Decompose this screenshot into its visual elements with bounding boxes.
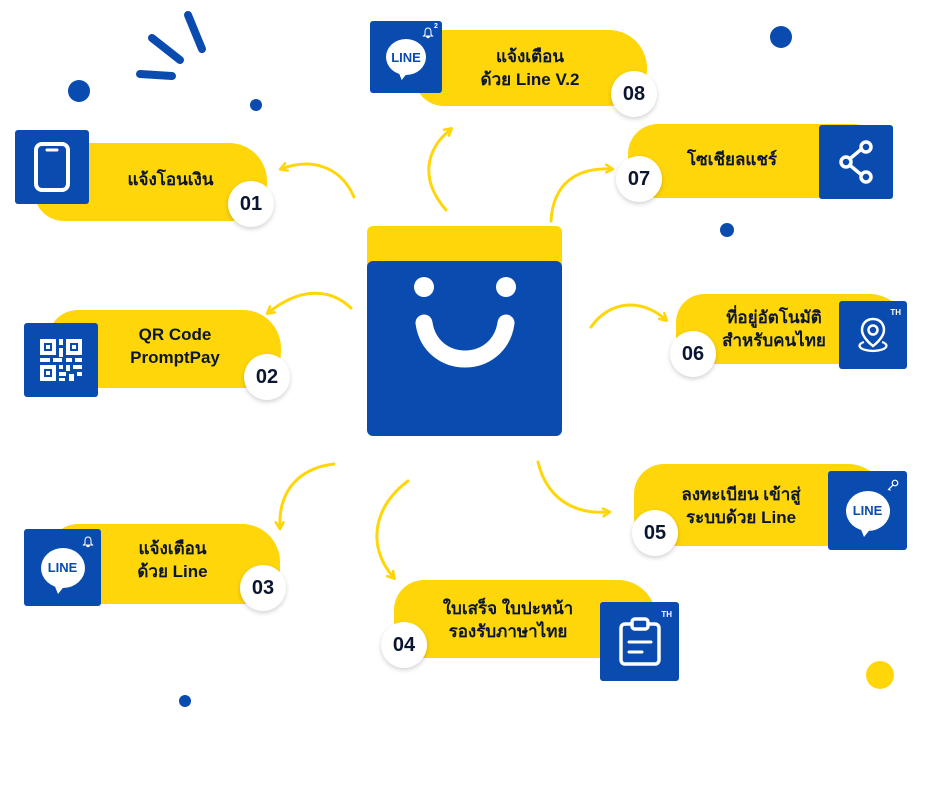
decor-dot	[720, 223, 734, 237]
feature-label-line: ใบเสร็จ ใบปะหน้า	[442, 599, 574, 618]
feature-number-01: 01	[228, 181, 274, 227]
feature-label-03: แจ้งเตือน ด้วย Line	[100, 524, 245, 596]
arrow-07	[549, 169, 612, 223]
arrow-02	[268, 291, 353, 313]
clipboard-icon	[618, 616, 661, 666]
feature-label-line: สำหรับคนไทย	[722, 331, 826, 350]
feature-label-01: แจ้งโอนเงิน	[88, 143, 253, 215]
arrow-08	[427, 129, 451, 212]
location-pin-icon	[858, 317, 888, 353]
arrow-03	[280, 462, 336, 528]
feature-label-line: รองรับภาษาไทย	[448, 622, 568, 641]
decor-dot	[179, 695, 191, 707]
line-logo-icon: LINE	[845, 490, 890, 531]
feature-icon-tile-01	[15, 130, 89, 204]
speech-tail	[54, 584, 66, 594]
feature-number-06: 06	[670, 331, 716, 377]
decor-strokes	[136, 11, 206, 80]
feature-label-08: แจ้งเตือน ด้วย Line V.2	[450, 32, 610, 104]
decor-dot	[866, 661, 894, 689]
feature-label-line: ที่อยู่อัตโนมัติ	[726, 308, 822, 327]
mascot-logo	[367, 261, 562, 436]
bell-icon	[422, 27, 434, 39]
feature-label-line: ด้วย Line	[137, 562, 208, 581]
share-icon	[839, 140, 873, 184]
feature-number-05: 05	[632, 510, 678, 556]
bell-icon	[82, 536, 94, 548]
qr-code-icon	[40, 339, 82, 381]
key-icon	[887, 479, 899, 491]
feature-number-03: 03	[240, 565, 286, 611]
feature-label-line: โซเชียลแชร์	[686, 149, 778, 169]
line-logo-icon: LINE	[40, 547, 85, 588]
decor-dot	[68, 80, 90, 102]
arrow-06	[589, 303, 666, 329]
feature-label-line: แจ้งเตือน	[138, 539, 207, 558]
phone-icon	[34, 142, 70, 192]
feature-icon-tile-04: TH	[600, 602, 679, 681]
feature-icon-tile-07	[819, 125, 893, 199]
feature-icon-tile-02	[24, 323, 98, 397]
th-badge: TH	[890, 308, 901, 317]
arrow-01	[281, 164, 356, 199]
feature-number-08: 08	[611, 71, 657, 117]
feature-label-line: แจ้งโอนเงิน	[127, 169, 214, 189]
feature-icon-tile-03: LINE	[24, 529, 101, 606]
feature-label-line: PromptPay	[130, 348, 220, 367]
version-badge: 2	[434, 23, 438, 30]
line-logo-icon: LINE	[386, 39, 426, 75]
feature-label-02: QR Code PromptPay	[100, 310, 250, 382]
smile-face-icon	[414, 277, 516, 368]
feature-label-04: ใบเสร็จ ใบปะหน้า รองรับภาษาไทย	[422, 584, 594, 656]
feature-icon-tile-06: TH	[839, 301, 907, 369]
speech-tail	[860, 527, 872, 537]
arrow-04	[375, 479, 410, 578]
feature-label-line: ระบบด้วย Line	[685, 508, 797, 527]
feature-label-line: ลงทะเบียน เข้าสู่	[681, 485, 801, 504]
feature-label-07: โซเชียลแชร์	[668, 124, 796, 194]
speech-tail	[398, 71, 409, 80]
feature-label-line: ด้วย Line V.2	[480, 70, 580, 89]
feature-label-06: ที่อยู่อัตโนมัติ สำหรับคนไทย	[704, 294, 844, 364]
feature-label-line: แจ้งเตือน	[496, 47, 564, 66]
feature-label-05: ลงทะเบียน เข้าสู่ ระบบด้วย Line	[668, 470, 814, 542]
arrow-05	[536, 460, 609, 512]
feature-number-02: 02	[244, 354, 290, 400]
th-badge: TH	[661, 610, 672, 619]
feature-icon-tile-05: LINE	[828, 471, 907, 550]
feature-icon-tile-08: 2 LINE	[370, 21, 442, 93]
decor-dot	[770, 26, 792, 48]
feature-number-07: 07	[616, 156, 662, 202]
feature-number-04: 04	[381, 622, 427, 668]
decor-dot	[250, 99, 262, 111]
feature-pill-08	[414, 30, 647, 106]
feature-label-line: QR Code	[138, 325, 212, 344]
